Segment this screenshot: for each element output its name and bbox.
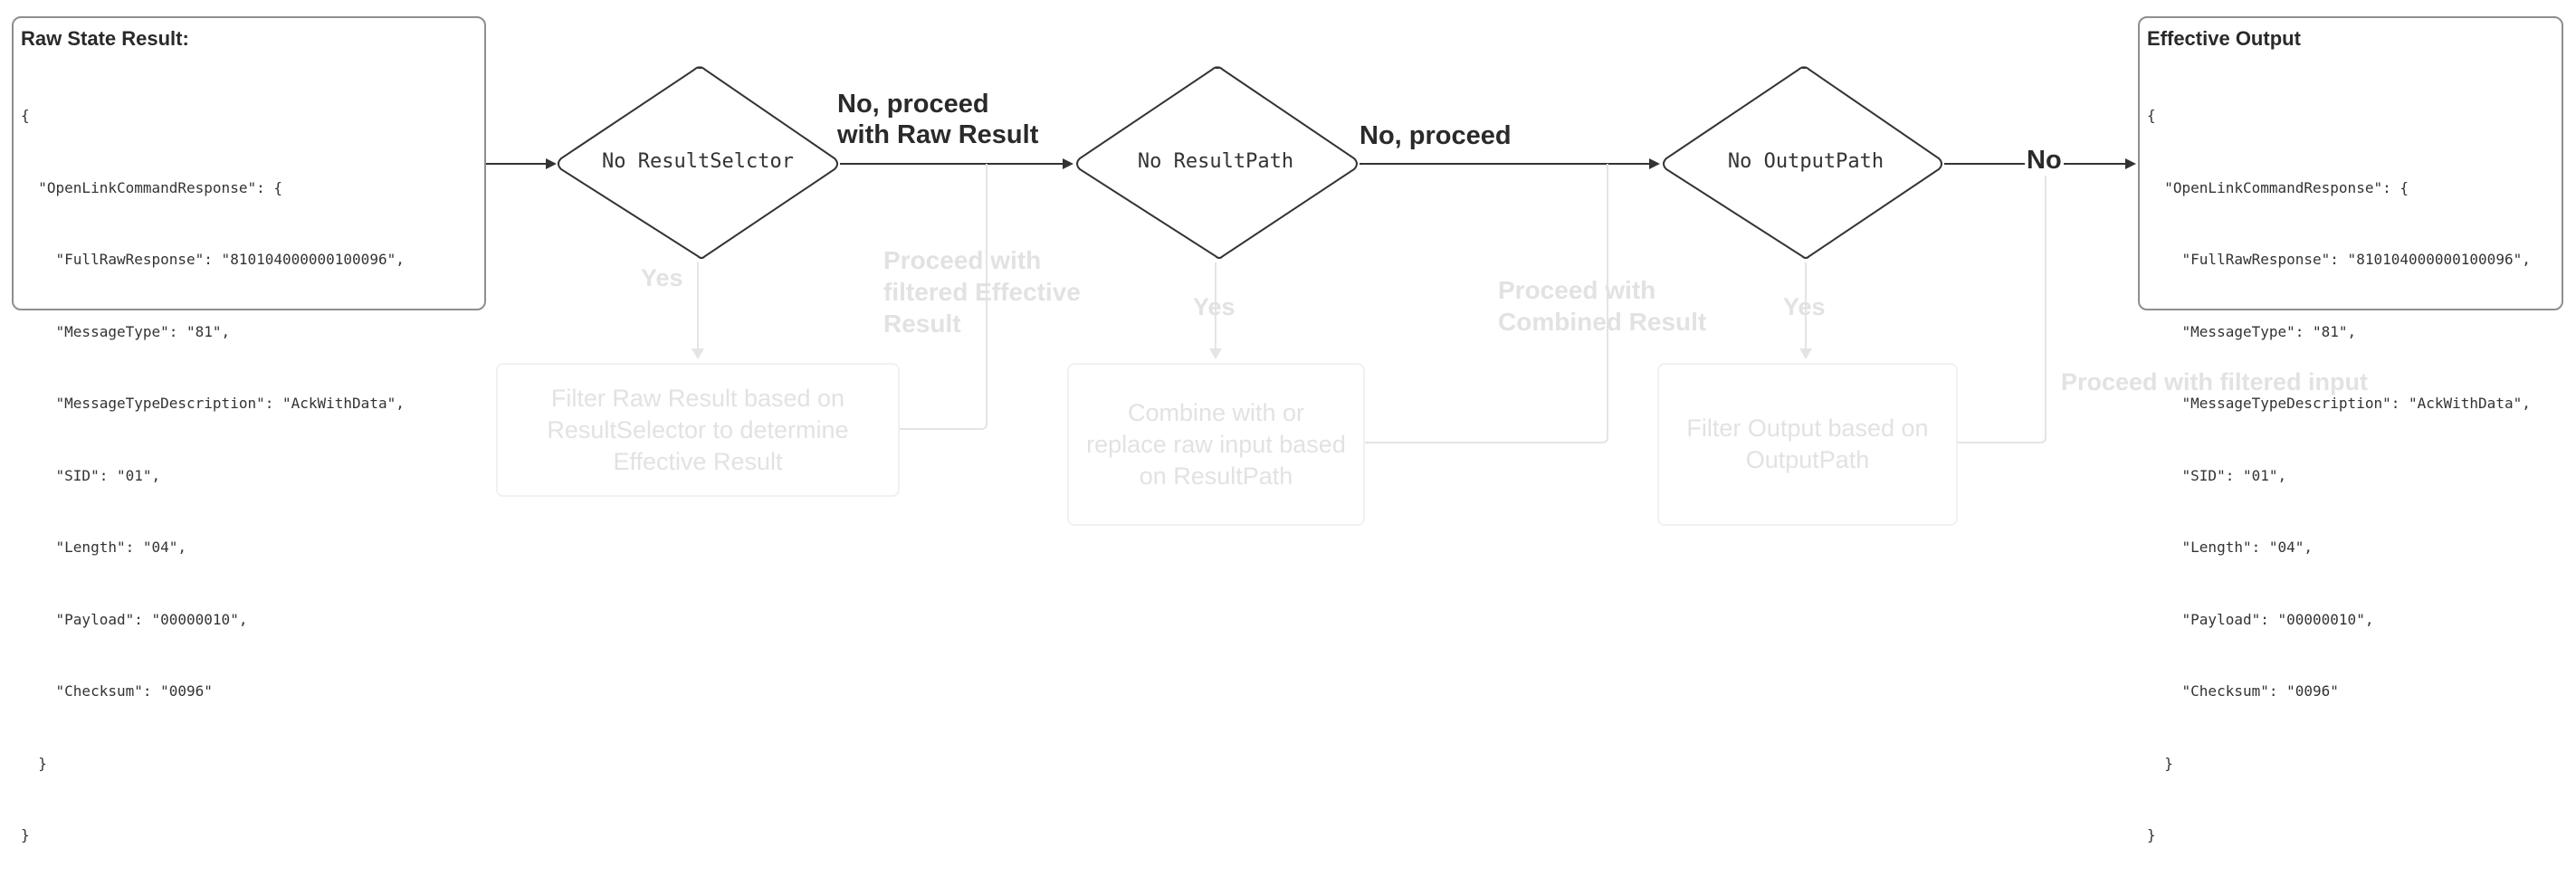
json-line: "OpenLinkCommandResponse": { xyxy=(2147,178,2409,196)
decision-result-path-shape xyxy=(1076,66,1358,259)
process-filter-output: Filter Output based on OutputPath xyxy=(1657,363,1958,526)
json-line: "MessageType": "81", xyxy=(21,322,231,340)
json-line: } xyxy=(21,826,30,844)
decision-result-path-label: No ResultPath xyxy=(1137,150,1294,173)
process-filter-raw-result-text: Filter Raw Result based on ResultSelecto… xyxy=(547,384,849,475)
edge-return-filter-output xyxy=(1958,164,2046,443)
label-yes-selector: Yes xyxy=(641,264,683,291)
process-combine-result: Combine with or replace raw input based … xyxy=(1067,363,1365,526)
effective-output-box: Effective Output { "OpenLinkCommandRespo… xyxy=(2138,16,2563,844)
flow-diagram: Raw State Result: { "OpenLinkCommandResp… xyxy=(12,16,2563,844)
json-line: "Checksum": "0096" xyxy=(2147,682,2339,700)
json-line: "MessageType": "81", xyxy=(2147,322,2357,340)
json-line: "MessageTypeDescription": "AckWithData", xyxy=(2147,395,2531,412)
json-line: } xyxy=(2147,754,2173,772)
decision-result-selector-shape xyxy=(558,66,838,259)
raw-state-result-box: Raw State Result: { "OpenLinkCommandResp… xyxy=(12,16,486,844)
edge-label-no-raw-line1: No, proceed xyxy=(837,90,989,119)
edge-label-no-proceed: No, proceed xyxy=(1360,121,1512,150)
json-line: { xyxy=(2147,107,2156,124)
label-proceed-filtered-effective: Proceed with filtered Effective Result xyxy=(883,246,1081,338)
json-line: "SID": "01", xyxy=(2147,466,2287,484)
json-line: } xyxy=(21,754,47,772)
json-line: { xyxy=(21,107,30,124)
json-line: "FullRawResponse": "810104000000100096", xyxy=(21,251,405,268)
effective-output-json: { "OpenLinkCommandResponse": { "FullRawR… xyxy=(2147,56,2554,896)
effective-output-title: Effective Output xyxy=(2147,27,2301,50)
json-line: "Payload": "00000010", xyxy=(21,610,248,628)
decision-output-path-label: No OutputPath xyxy=(1727,150,1884,173)
decision-output-path-shape xyxy=(1663,66,1942,259)
edge-label-no: No xyxy=(2025,146,2064,176)
json-line: "SID": "01", xyxy=(21,466,161,484)
json-line: "Length": "04", xyxy=(2147,539,2314,556)
edge-label-no-raw-line2: with Raw Result xyxy=(837,120,1039,149)
raw-state-result-json: { "OpenLinkCommandResponse": { "FullRawR… xyxy=(21,56,477,896)
process-combine-result-text: Combine with or replace raw input based … xyxy=(1086,398,1346,490)
json-line: "Checksum": "0096" xyxy=(21,682,213,700)
json-line: } xyxy=(2147,826,2156,844)
edge-return-filter-raw xyxy=(900,164,987,430)
edge-return-combine xyxy=(1365,164,1608,443)
label-yes-outputpath: Yes xyxy=(1783,293,1826,320)
json-line: "Payload": "00000010", xyxy=(2147,610,2374,628)
process-filter-output-text: Filter Output based on OutputPath xyxy=(1686,415,1929,473)
json-line: "FullRawResponse": "810104000000100096", xyxy=(2147,251,2531,268)
raw-state-result-title: Raw State Result: xyxy=(21,27,189,50)
process-filter-raw-result: Filter Raw Result based on ResultSelecto… xyxy=(496,363,900,497)
json-line: "OpenLinkCommandResponse": { xyxy=(21,178,282,196)
label-proceed-combined: Proceed with Combined Result xyxy=(1498,276,1707,336)
json-line: "Length": "04", xyxy=(21,539,187,556)
decision-result-selector-label: No ResultSelctor xyxy=(602,150,794,173)
label-proceed-filtered-input: Proceed with filtered input xyxy=(2061,368,2369,396)
diagram-canvas xyxy=(486,66,2136,443)
label-yes-resultpath: Yes xyxy=(1193,293,1236,320)
json-line: "MessageTypeDescription": "AckWithData", xyxy=(21,395,405,412)
